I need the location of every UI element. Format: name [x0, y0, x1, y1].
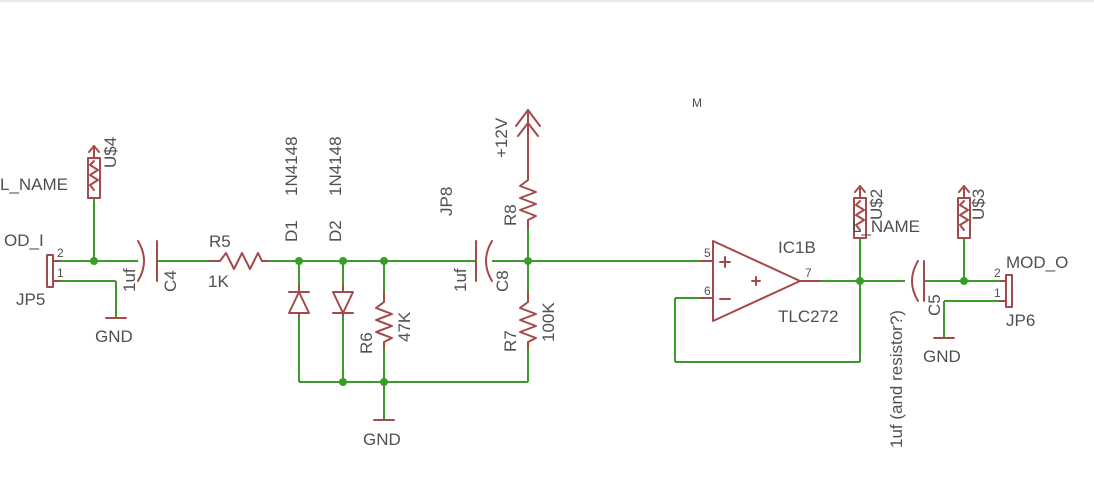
junctions: [90, 257, 968, 386]
c5-ref-label: C5: [925, 294, 944, 316]
us4-name-label: L_NAME: [0, 175, 68, 194]
jp6-pin1-label: 1: [994, 286, 1001, 300]
us2-ref-label: U$2: [867, 189, 886, 220]
r7-resistor[interactable]: [519, 291, 537, 349]
junction-dot: [524, 257, 532, 265]
junction-dot: [90, 257, 98, 265]
us2-name-label: L_NAME: [852, 217, 920, 236]
r6-ref-label: R6: [357, 332, 376, 354]
stray-label: M: [692, 96, 702, 110]
jp6-pin2-label: 2: [994, 266, 1001, 280]
us3-jack[interactable]: [957, 185, 971, 239]
jp6-ref-label: JP6: [1006, 311, 1035, 330]
ic1b-opamp[interactable]: [699, 240, 821, 322]
us4-jack[interactable]: [87, 145, 101, 199]
d2-value-label: 1N4148: [326, 136, 345, 196]
jp5-ref-label: JP5: [16, 290, 45, 309]
r7-ref-label: R7: [501, 330, 520, 352]
gnd-symbols: [105, 317, 955, 421]
gnd1-label: GND: [95, 327, 133, 346]
ic-value-label: TLC272: [778, 307, 838, 326]
r7-value-label: 100K: [539, 302, 558, 342]
c4-ref-label: C4: [161, 270, 180, 292]
r6-value-label: 47K: [395, 311, 414, 342]
ic-pin7-label: 7: [805, 266, 812, 280]
ic-pin6-label: 6: [704, 284, 711, 298]
c8-capacitor[interactable]: [475, 240, 493, 282]
c8-ref-label: C8: [493, 270, 512, 292]
r5-resistor[interactable]: [209, 252, 269, 270]
jp5-connector[interactable]: [46, 254, 61, 288]
us4-ref-label: U$4: [101, 137, 120, 168]
c4-capacitor[interactable]: [137, 240, 158, 282]
junction-dot: [295, 257, 303, 265]
jp5-pin1-label: 1: [57, 266, 64, 280]
r5-value-label: 1K: [208, 272, 229, 291]
labels: L_NAME U$4 OD_I 2 1 JP5 GND 1uf C4 R5 1K…: [0, 96, 1068, 449]
supply-12v-symbol: [515, 109, 541, 173]
jp6-net-label: MOD_O: [1006, 253, 1068, 272]
c8-value-label: 1uf: [451, 268, 470, 292]
jp5-net-label: OD_I: [4, 231, 44, 250]
gnd2-label: GND: [363, 430, 401, 449]
junction-dot: [339, 257, 347, 265]
us2-jack[interactable]: [853, 185, 867, 239]
d1-diode[interactable]: [288, 284, 310, 317]
d2-diode[interactable]: [332, 284, 354, 317]
d1-ref-label: D1: [282, 220, 301, 242]
d1-value-label: 1N4148: [282, 136, 301, 196]
us3-ref-label: U$3: [969, 189, 988, 220]
junction-dot: [339, 378, 347, 386]
r5-ref-label: R5: [209, 232, 231, 251]
jp5-pin2-label: 2: [57, 246, 64, 260]
junction-dot: [380, 257, 388, 265]
c5-capacitor[interactable]: [911, 260, 925, 302]
junction-dot: [856, 277, 864, 285]
junction-dot: [960, 277, 968, 285]
d2-ref-label: D2: [326, 220, 345, 242]
r8-ref-label: R8: [501, 204, 520, 226]
ic-ref-label: IC1B: [778, 238, 816, 257]
c5-value-label: 1uf (and resistor?): [887, 310, 906, 448]
junction-dot: [380, 378, 388, 386]
r8-resistor[interactable]: [519, 171, 537, 229]
jp6-connector[interactable]: [999, 274, 1013, 308]
ic-pin5-label: 5: [704, 246, 711, 260]
jp8-ref-label: JP8: [437, 187, 456, 216]
supply-12v-label: +12V: [492, 117, 511, 158]
c4-value-label: 1uf: [120, 268, 139, 292]
gnd3-label: GND: [923, 347, 961, 366]
r6-resistor[interactable]: [375, 291, 393, 349]
